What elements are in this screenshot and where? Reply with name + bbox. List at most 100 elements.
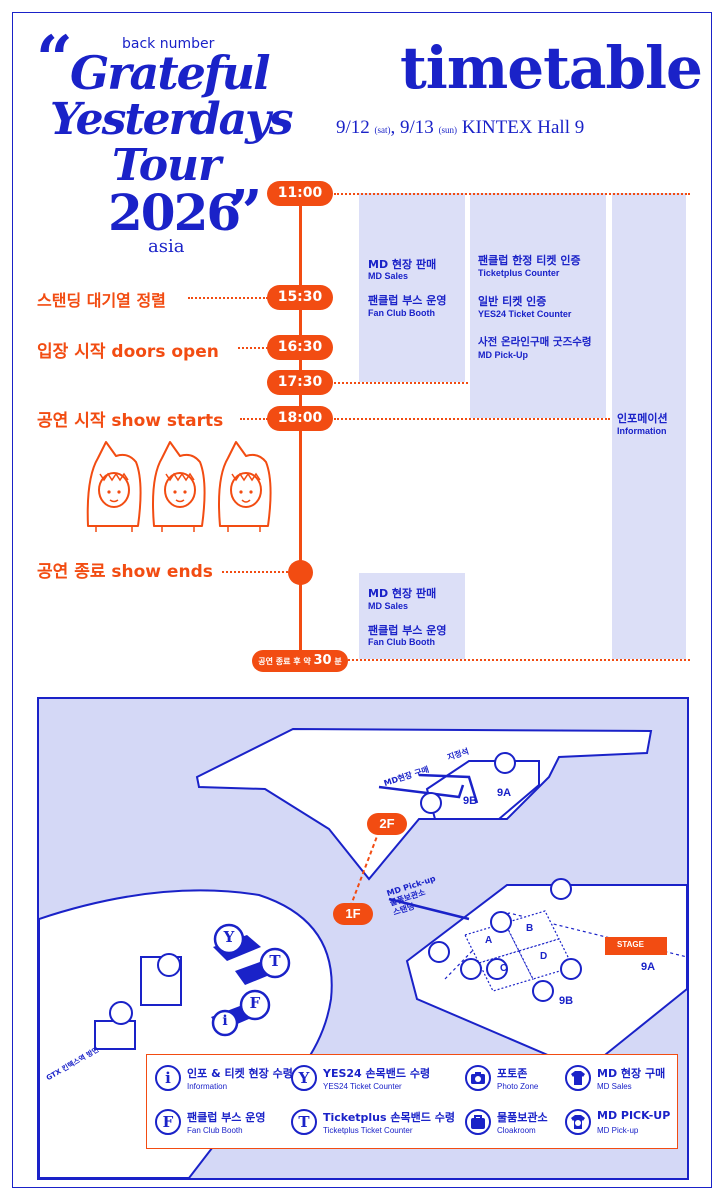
column-md-after-show [359,573,465,659]
event-doors-open: 입장 시작 doors open [37,337,219,362]
column-ticket-counters [470,193,606,418]
legend-information-en: Information [187,1082,228,1091]
venue: KINTEX Hall 9 [461,117,585,138]
date-separator: , [390,117,396,138]
title-line-3: Tour [112,140,221,191]
map-yes24-letter: Y [223,928,235,946]
map-legend: i 인포 & 티켓 현장 수령 Information Y YES24 손목밴드… [146,1054,678,1149]
legend-cloakroom-ko: 물품보관소 [497,1111,548,1124]
event-guide-end [222,571,288,573]
bag-icon [465,1109,491,1135]
timetable-heading: timetable [400,34,703,102]
legend-yes24-ko: YES24 손목밴드 수령 [323,1067,431,1080]
day-2: (sun) [438,125,458,135]
info-ko: 인포메이션 [617,412,668,425]
time-1730: 17:30 [267,370,333,395]
legend-photo-zone-en: Photo Zone [497,1082,539,1091]
floor-1f-label: 1F [345,906,361,921]
event-show-ends: 공연 종료 show ends [37,557,213,582]
title-line-2: Yesterdays [50,94,293,145]
zone-9a-lower: 9A [641,961,656,973]
event-doors-ko: 입장 시작 [37,342,106,362]
event-standing-queue: 스탠딩 대기열 정렬 [37,287,166,311]
md1-sales-ko: MD 현장 판매 [368,258,437,271]
end-note: 공연 종료 후 약 30 분 [252,650,348,672]
legend-cloakroom-en: Cloakroom [497,1126,536,1135]
event-show-starts: 공연 시작 show starts [37,406,223,431]
poster-frame [12,12,712,1188]
ticketplus-en: Ticketplus Counter [478,268,560,278]
md1-fanclub-ko: 팬클럽 부스 운영 [368,294,447,307]
event-guide-1800 [240,418,268,420]
event-doors-en: doors open [111,342,219,362]
shirt-pickup-icon [565,1109,591,1135]
md1-sales-en: MD Sales [368,271,409,281]
legend-information-ko: 인포 & 티켓 현장 수령 [187,1067,293,1080]
quote-open: “ [36,22,73,97]
day-1: (sat) [374,125,391,135]
column-md-before-show [359,193,465,382]
brand-name: back number [122,36,215,52]
title-line-4: 2026 [108,183,241,242]
zone-9b-lower: 9B [559,995,574,1007]
legend-md-pickup-en: MD Pick-up [597,1126,639,1135]
zone-9b-upper: 9B [463,795,478,807]
legend-md-pickup-ko: MD PICK-UP [597,1109,671,1122]
guide-1100 [334,193,690,195]
event-guide-1630 [238,347,268,349]
stage-label: STAGE [617,940,644,949]
ticketplus-ko: 팬클럽 한정 티켓 인증 [478,254,581,267]
time-1800: 18:00 [267,406,333,431]
block-c: C [500,963,508,974]
event-standing-ko: 스탠딩 대기열 정렬 [37,291,166,310]
yes24-ko: 일반 티켓 인증 [478,295,547,308]
block-b: B [526,923,534,934]
time-1530: 15:30 [267,285,333,310]
map-ticketplus-letter: T [269,952,281,970]
legend-photo-zone-ko: 포토존 [497,1067,528,1080]
yes24-icon: Y [291,1065,317,1091]
event-start-en: show starts [111,411,224,431]
md2-fanclub-ko: 팬클럽 부스 운영 [368,624,447,637]
column-information [612,193,686,659]
date-line: 9/12 (sat), 9/13 (sun) KINTEX Hall 9 [336,117,584,139]
event-end-en: show ends [111,562,213,582]
map-fanclub-letter: F [249,994,261,1012]
map-info-letter: i [222,1013,228,1029]
end-note-text: 공연 종료 후 약 [258,657,311,666]
event-end-ko: 공연 종료 [37,562,106,582]
time-1100: 11:00 [267,181,333,206]
title-line-1: Grateful [70,46,271,100]
camera-icon [465,1065,491,1091]
legend-fan-club-en: Fan Club Booth [187,1126,243,1135]
info-en: Information [617,426,667,436]
end-unit: 분 [334,657,342,666]
event-start-ko: 공연 시작 [37,411,106,431]
md2-fanclub-en: Fan Club Booth [368,637,435,647]
band-characters-illustration [86,441,272,532]
event-guide-1530 [188,297,268,299]
zone-9a-upper: 9A [497,787,512,799]
info-icon: i [155,1065,181,1091]
date-2: 9/13 [400,117,434,138]
floor-2f-label: 2F [379,816,395,831]
fanclub-icon: F [155,1109,181,1135]
legend-yes24-en: YES24 Ticket Counter [323,1082,402,1091]
md2-sales-ko: MD 현장 판매 [368,587,437,600]
time-1630: 16:30 [267,335,333,360]
md1-fanclub-en: Fan Club Booth [368,308,435,318]
legend-ticketplus-ko: Ticketplus 손목밴드 수령 [323,1111,455,1124]
legend-md-sales-en: MD Sales [597,1082,632,1091]
legend-md-sales-ko: MD 현장 구매 [597,1067,666,1080]
guide-end [348,659,690,661]
legend-fan-club-ko: 팬클럽 부스 운영 [187,1111,266,1124]
guide-1800 [334,418,610,420]
block-a: A [485,935,493,946]
date-1: 9/12 [336,117,370,138]
quote-close: ” [228,178,263,248]
block-d: D [540,951,548,962]
show-end-dot [288,560,313,585]
md2-sales-en: MD Sales [368,601,409,611]
pickup-en: MD Pick-Up [478,350,529,360]
